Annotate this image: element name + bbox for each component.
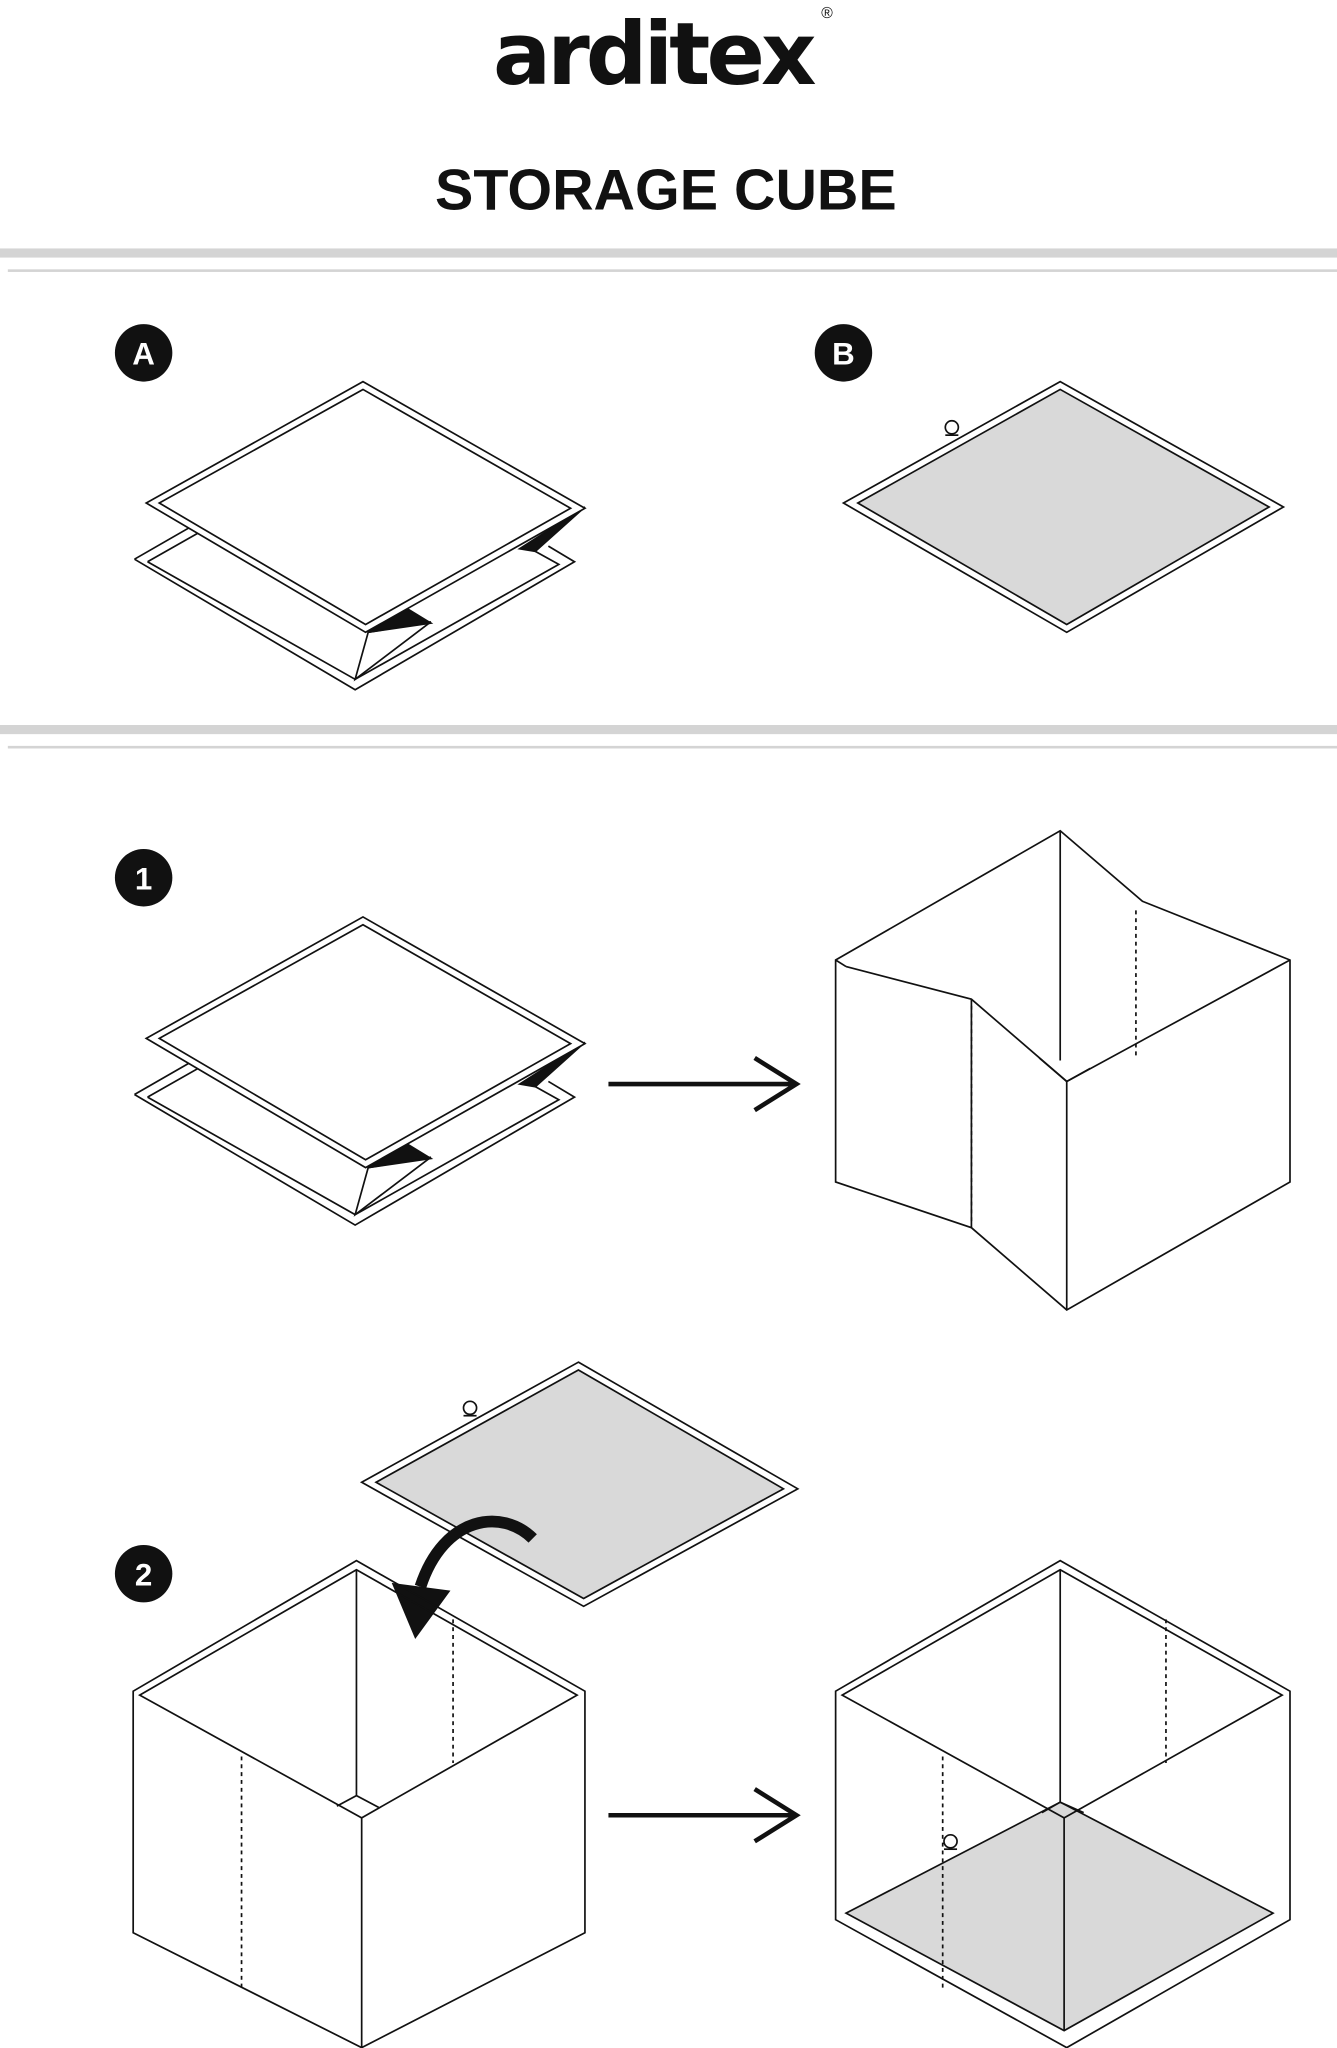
badge-b: B — [814, 324, 873, 382]
divider — [0, 248, 1337, 258]
base-panel-illustration — [359, 1361, 800, 1608]
svg-text:A: A — [132, 337, 155, 372]
assembled-cube-illustration — [834, 1559, 1291, 2048]
curved-arrow-icon — [391, 1515, 537, 1639]
registered-mark: ® — [821, 5, 833, 22]
base-panel-illustration — [841, 380, 1286, 634]
brand-logo: arditex — [493, 5, 816, 105]
badge-step-1: 1 — [114, 849, 173, 907]
divider — [0, 725, 1337, 735]
divider — [7, 269, 1337, 272]
svg-text:2: 2 — [135, 1557, 152, 1592]
badge-a: A — [114, 324, 173, 382]
badge-step-2: 2 — [114, 1544, 173, 1603]
folded-panels-illustration — [134, 380, 587, 691]
right-arrow-icon — [608, 1787, 801, 1844]
open-cube-illustration — [132, 1559, 586, 2048]
divider — [7, 745, 1337, 749]
page-title: STORAGE CUBE — [435, 158, 897, 222]
partially-opened-cube-illustration — [834, 829, 1291, 1311]
svg-text:1: 1 — [135, 862, 152, 897]
right-arrow-icon — [608, 1056, 801, 1113]
svg-text:B: B — [832, 337, 855, 372]
knob-icon — [462, 1400, 478, 1417]
knob-icon — [943, 1833, 958, 1851]
folded-panels-illustration — [134, 915, 587, 1227]
knob-icon — [944, 419, 960, 436]
